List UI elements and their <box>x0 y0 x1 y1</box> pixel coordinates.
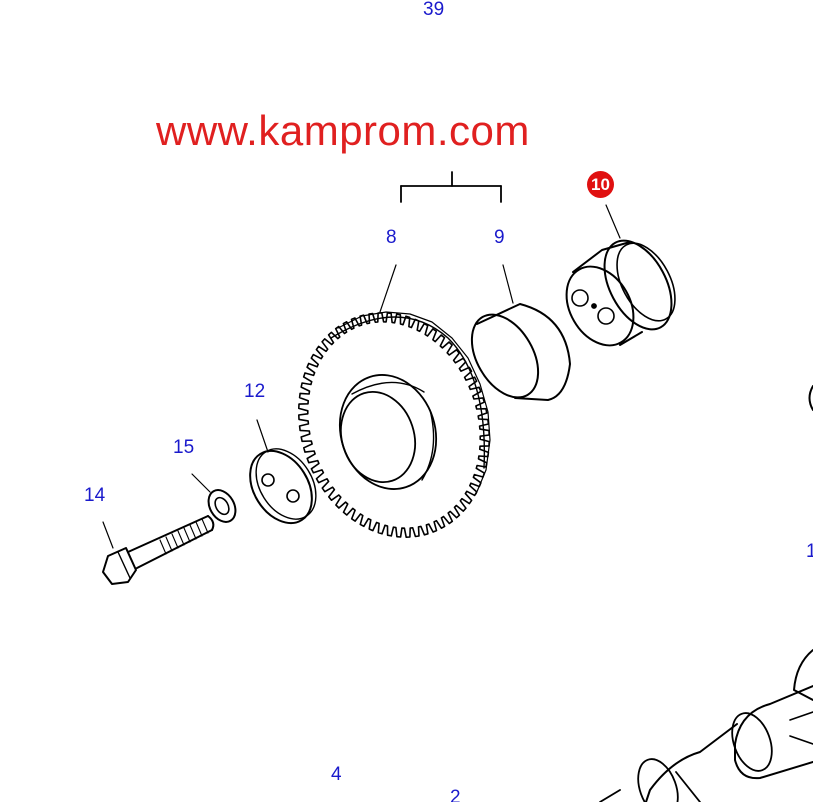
callout-9: 9 <box>494 227 505 248</box>
thrust-plate <box>249 448 317 525</box>
camshaft-partial <box>599 649 813 802</box>
callout-15: 15 <box>173 437 195 458</box>
callout-10-badge: 10 <box>587 171 614 198</box>
callout-4: 4 <box>331 764 342 785</box>
leader-lines <box>102 204 621 549</box>
idler-gear <box>298 311 491 538</box>
edge-part <box>808 385 813 411</box>
callout-39: 39 <box>423 0 445 20</box>
bushing-sleeve <box>470 303 571 401</box>
callout-14: 14 <box>84 485 106 506</box>
bracket-8-9 <box>400 171 502 203</box>
callout-2: 2 <box>450 787 461 802</box>
hex-bolt <box>102 515 215 585</box>
gear-teeth <box>298 312 490 538</box>
callout-12: 12 <box>244 381 266 402</box>
flanged-bushing <box>565 239 676 347</box>
lock-washer <box>207 489 237 523</box>
callout-8: 8 <box>386 227 397 248</box>
watermark-text: www.kamprom.com <box>156 107 530 154</box>
callout-1: 1 <box>806 541 813 562</box>
